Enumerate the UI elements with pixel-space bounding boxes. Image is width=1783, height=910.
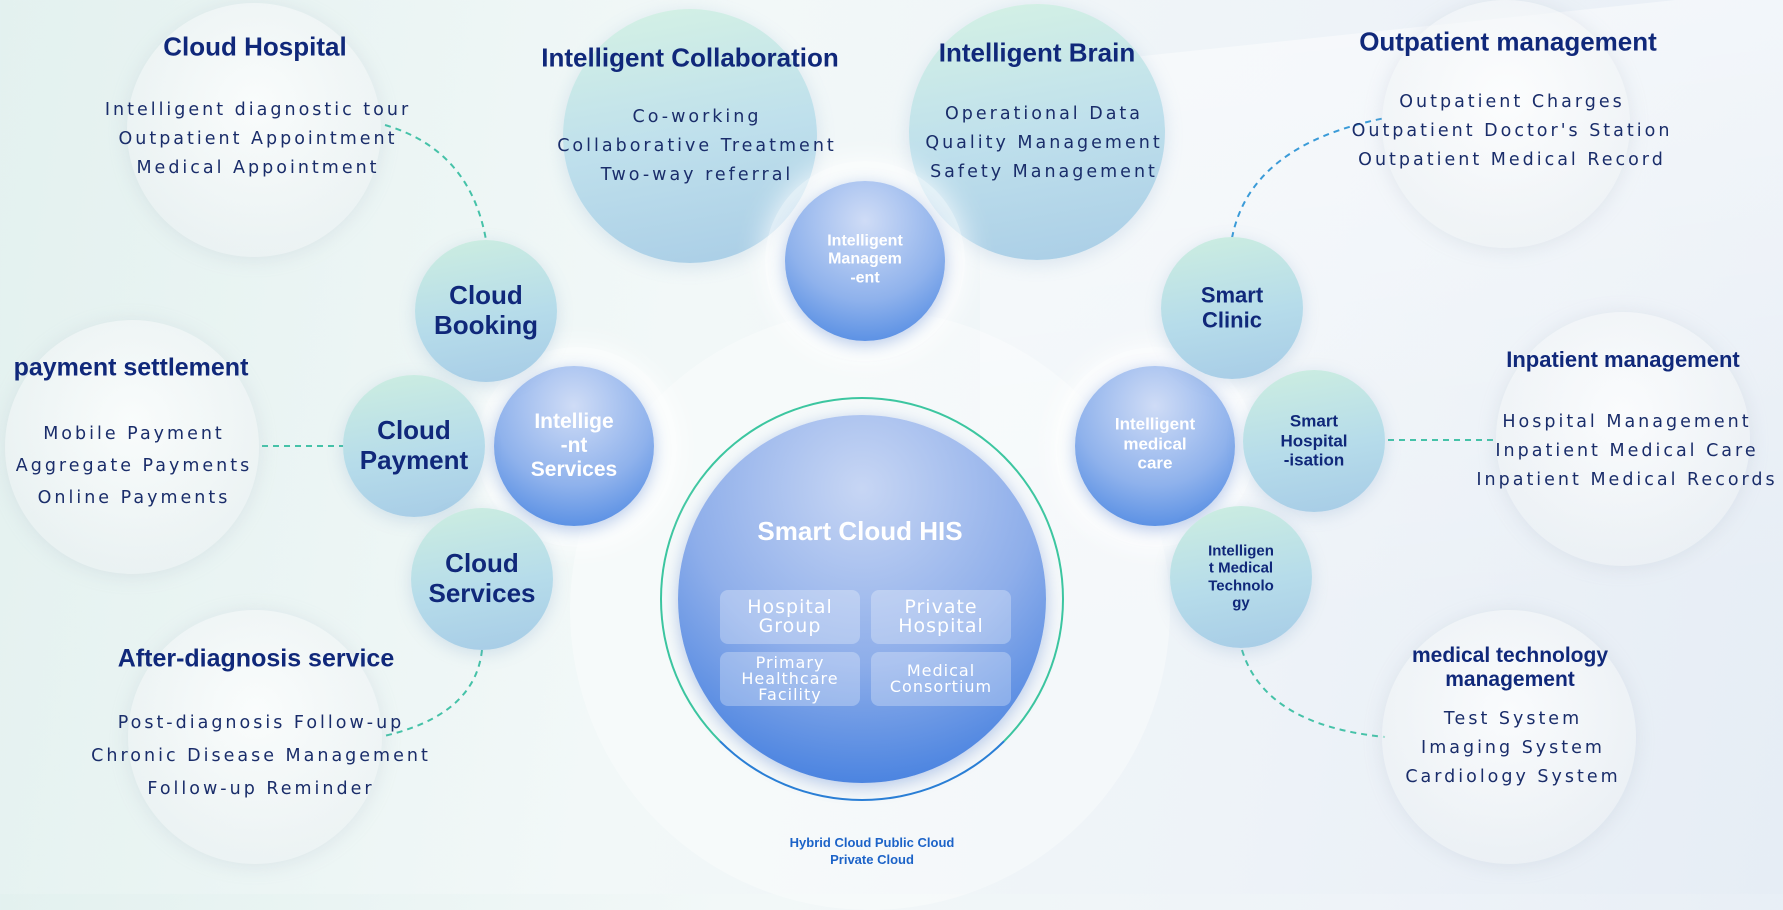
group-items-intelligent-collaboration: Co-working Collaborative Treatment Two-w…: [557, 103, 837, 190]
group-title-outpatient-management: Outpatient management: [1359, 26, 1657, 57]
group-circle-inpatient: [1496, 312, 1750, 566]
group-items-after-diagnosis: Post-diagnosis Follow-up Chronic Disease…: [91, 707, 431, 806]
group-items-cloud-hospital: Intelligent diagnostic tour Outpatient A…: [105, 96, 411, 183]
list-item: Inpatient Medical Care: [1495, 441, 1759, 461]
node-cloud-services[interactable]: [411, 508, 553, 650]
list-item: Imaging System: [1421, 738, 1605, 758]
group-items-medical-technology: Test System Imaging System Cardiology Sy…: [1405, 705, 1620, 792]
list-item: Test System: [1443, 709, 1583, 729]
group-title-after-diagnosis: After-diagnosis service: [117, 644, 395, 673]
list-item: Post-diagnosis Follow-up: [117, 713, 405, 733]
list-item: Collaborative Treatment: [557, 136, 837, 156]
list-item: Operational Data: [944, 104, 1144, 124]
connector-medical-technology: [1241, 649, 1386, 738]
group-circle-payment-settlement: [5, 320, 259, 574]
list-item: Outpatient Doctor's Station: [1351, 121, 1673, 141]
node-intelligent-medical-technology[interactable]: [1170, 506, 1312, 648]
list-item: Inpatient Medical Records: [1476, 470, 1778, 490]
list-item: Hospital Management: [1502, 412, 1752, 432]
group-title-payment-settlement: payment settlement: [13, 353, 249, 382]
list-item: Two-way referral: [600, 165, 794, 185]
group-items-payment-settlement: Mobile Payment Aggregate Payments Online…: [16, 418, 253, 514]
group-circle-cloud-hospital: [127, 3, 381, 257]
list-item: Safety Management: [930, 162, 1158, 182]
cloud-types-label: Hybrid Cloud Public Cloud Private Cloud: [789, 835, 955, 867]
list-item: Co-working: [632, 107, 762, 127]
group-items-inpatient-management: Hospital Management Inpatient Medical Ca…: [1476, 408, 1777, 495]
center-circle: [678, 415, 1046, 783]
group-title-cloud-hospital: Cloud Hospital: [163, 31, 347, 62]
group-title-inpatient-management: Inpatient management: [1506, 347, 1740, 372]
center-ring: [660, 397, 1064, 801]
group-items-intelligent-brain: Operational Data Quality Management Safe…: [925, 100, 1162, 187]
group-title-intelligent-brain: Intelligent Brain: [938, 37, 1136, 68]
list-item: Chronic Disease Management: [91, 746, 431, 766]
group-title-intelligent-collaboration: Intelligent Collaboration: [541, 42, 839, 73]
group-items-outpatient-management: Outpatient Charges Outpatient Doctor's S…: [1352, 88, 1673, 175]
list-item: Aggregate Payments: [15, 456, 253, 476]
hub-intelligent-medical-care[interactable]: [1075, 366, 1235, 526]
node-smart-hospitalisation[interactable]: [1243, 370, 1385, 512]
node-smart-clinic[interactable]: [1161, 237, 1303, 379]
list-item: Outpatient Appointment: [118, 129, 398, 149]
group-circle-after-diagnosis: [128, 610, 382, 864]
node-cloud-payment[interactable]: [343, 375, 485, 517]
node-cloud-booking[interactable]: [415, 240, 557, 382]
connector-outpatient: [1231, 117, 1386, 239]
list-item: Medical Appointment: [136, 158, 380, 178]
list-item: Outpatient Medical Record: [1358, 150, 1666, 170]
list-item: Mobile Payment: [43, 424, 225, 444]
connector-after-diagnosis: [383, 649, 483, 737]
list-item: Cardiology System: [1405, 767, 1621, 787]
list-item: Quality Management: [925, 133, 1163, 153]
connector-cloud-hospital: [384, 124, 487, 241]
list-item: Online Payments: [37, 488, 231, 508]
list-item: Follow-up Reminder: [147, 779, 375, 799]
group-circle-medical-technology: [1382, 610, 1636, 864]
group-title-medical-technology: medical technology management: [1411, 643, 1609, 691]
center-title: Smart Cloud HIS: [757, 516, 963, 547]
list-item: Outpatient Charges: [1399, 92, 1625, 112]
hub-intelligent-services[interactable]: [494, 366, 654, 526]
group-circle-outpatient: [1382, 0, 1630, 248]
hub-intelligent-management[interactable]: [785, 181, 945, 341]
list-item: Intelligent diagnostic tour: [104, 100, 412, 120]
